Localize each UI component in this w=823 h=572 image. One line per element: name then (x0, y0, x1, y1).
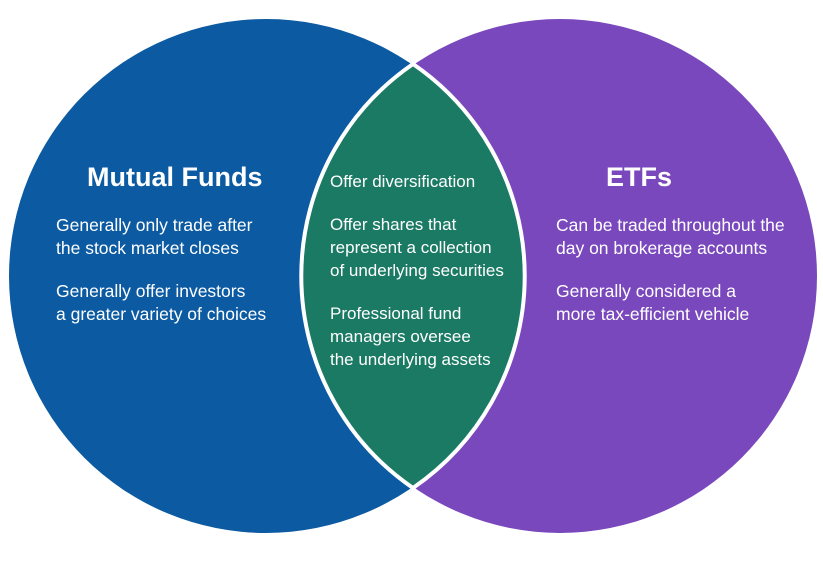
list-item: Professional fund managers oversee the u… (330, 302, 504, 371)
list-item-line: Offer diversification (330, 172, 476, 191)
etfs-title: ETFs (606, 162, 673, 192)
list-item-line: Generally offer investors (56, 281, 246, 301)
list-item-line: day on brokerage accounts (556, 238, 768, 258)
list-item: Offer diversification (330, 170, 504, 193)
list-item: Offer shares that represent a collection… (330, 213, 504, 282)
shared-traits-list: Offer diversification Offer shares that … (330, 170, 504, 391)
list-item-line: Can be traded throughout the (556, 215, 785, 235)
overlap-region (299, 61, 527, 491)
list-item: Generally offer investors a greater vari… (56, 280, 266, 326)
list-item-line: Generally only trade after (56, 215, 253, 235)
list-item-line: Offer shares that (330, 215, 457, 234)
list-item: Generally considered a more tax-efficien… (556, 280, 785, 326)
list-item-line: of underlying securities (330, 261, 504, 280)
mutual-funds-list: Generally only trade after the stock mar… (56, 214, 266, 346)
list-item-line: Professional fund (330, 304, 462, 323)
list-item: Generally only trade after the stock mar… (56, 214, 266, 260)
list-item-line: the stock market closes (56, 238, 239, 258)
list-item-line: the underlying assets (330, 350, 491, 369)
list-item-line: represent a collection (330, 238, 492, 257)
list-item: Can be traded throughout the day on brok… (556, 214, 785, 260)
list-item-line: Generally considered a (556, 281, 736, 301)
etfs-list: Can be traded throughout the day on brok… (556, 214, 785, 346)
list-item-line: a greater variety of choices (56, 304, 267, 324)
mutual-funds-title: Mutual Funds (87, 162, 263, 192)
list-item-line: managers oversee (330, 327, 471, 346)
list-item-line: more tax-efficient vehicle (556, 304, 750, 324)
